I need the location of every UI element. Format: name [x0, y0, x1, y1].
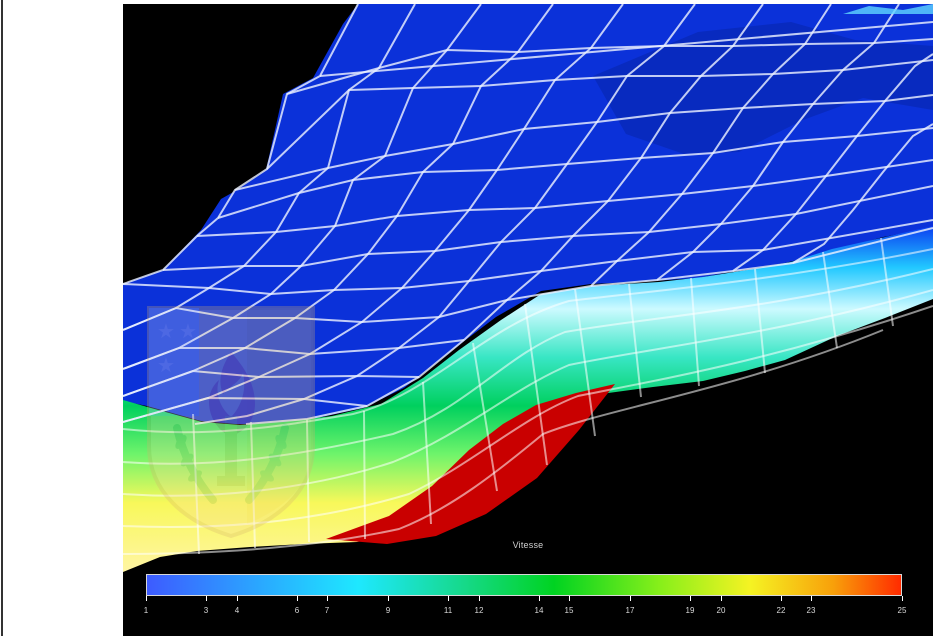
- legend-tick-label: 15: [564, 606, 574, 615]
- legend-tick-label: 11: [443, 606, 453, 615]
- flow-field-visualization: [123, 4, 933, 572]
- mesh-highlight-edge: [843, 4, 933, 14]
- legend-tick-label: 20: [716, 606, 726, 615]
- legend-tick-label: 6: [294, 606, 300, 615]
- legend-tick-mark: [781, 596, 782, 601]
- legend-tick-label: 25: [897, 606, 907, 615]
- legend-tick-mark: [902, 596, 903, 601]
- legend-tick-label: 17: [625, 606, 635, 615]
- legend-tick-label: 22: [776, 606, 786, 615]
- legend-tick-label: 9: [385, 606, 391, 615]
- legend-tick-mark: [721, 596, 722, 601]
- legend-tick-mark: [630, 596, 631, 601]
- legend-tick-mark: [690, 596, 691, 601]
- legend-tick-mark: [237, 596, 238, 601]
- legend-tick-mark: [327, 596, 328, 601]
- mesh-shadow-band: [593, 22, 933, 154]
- legend-tick-mark: [146, 596, 147, 601]
- velocity-variable-label: Vitesse: [512, 540, 544, 550]
- legend-tick-label: 7: [324, 606, 330, 615]
- left-border-line: [1, 0, 3, 636]
- legend-tick-mark: [448, 596, 449, 601]
- legend-tick-mark: [811, 596, 812, 601]
- legend-tick-mark: [479, 596, 480, 601]
- legend-tick-label: 1: [143, 606, 149, 615]
- legend-tick-label: 19: [685, 606, 695, 615]
- color-legend: 1 3 4 6 7 9 11 12 14 15 17 19 20 22 23 25: [141, 571, 907, 619]
- plume-mesh-lines: [123, 237, 933, 555]
- legend-tick-mark: [297, 596, 298, 601]
- legend-tick-label: 12: [474, 606, 484, 615]
- legend-tick-mark: [569, 596, 570, 601]
- legend-color-bar: [146, 574, 902, 596]
- legend-tick-mark: [388, 596, 389, 601]
- legend-tick-label: 14: [534, 606, 544, 615]
- recirculation-core: [326, 384, 615, 544]
- legend-tick-label: 23: [806, 606, 816, 615]
- legend-tick-label: 4: [234, 606, 240, 615]
- velocity-plume: [123, 226, 933, 572]
- legend-ticks: 1 3 4 6 7 9 11 12 14 15 17 19 20 22 23 25: [143, 596, 906, 618]
- upper-mesh-lines: [123, 4, 933, 425]
- legend-tick-mark: [539, 596, 540, 601]
- legend-tick-mark: [206, 596, 207, 601]
- legend-tick-label: 3: [203, 606, 209, 615]
